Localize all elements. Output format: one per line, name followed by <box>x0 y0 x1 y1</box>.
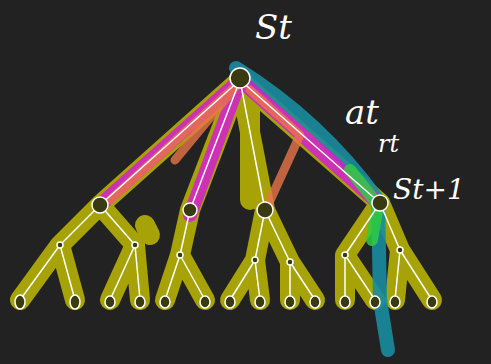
handwritten-label: rt <box>378 132 399 156</box>
state-circles <box>15 68 437 309</box>
orange-highlight <box>110 84 300 205</box>
teal-highlight <box>236 68 388 350</box>
handwritten-label: St <box>255 10 292 44</box>
handwritten-label: St+1 <box>393 176 465 204</box>
yellow-highlight <box>20 80 432 300</box>
magenta-highlight <box>100 80 375 215</box>
handwritten-label: at <box>345 95 379 129</box>
tree-lines <box>20 80 432 300</box>
